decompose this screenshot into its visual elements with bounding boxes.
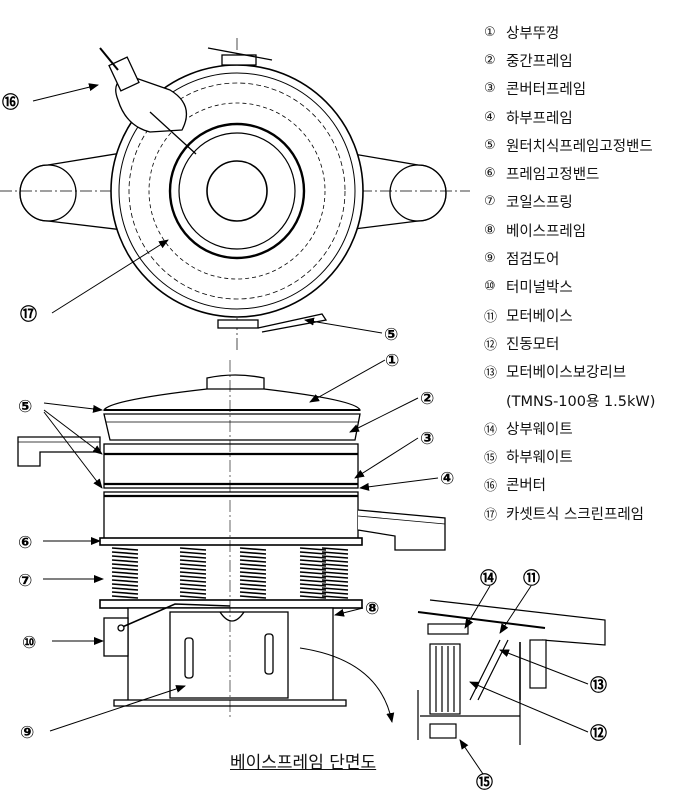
legend-text: 터미널박스 xyxy=(506,280,573,297)
callout-7: ⑦ xyxy=(18,571,32,591)
legend-text: 진동모터 xyxy=(506,336,560,353)
legend-number: ⑯ xyxy=(484,479,498,495)
legend-number: ⑭ xyxy=(484,422,498,438)
legend-item: ② 중간프레임 xyxy=(484,46,696,74)
callout-9: ⑨ xyxy=(20,723,34,743)
coil-spring xyxy=(111,547,139,599)
legend-item: ⑨ 점검도어 xyxy=(484,244,696,272)
callout-8: ⑧ xyxy=(365,599,379,619)
legend-number: ⑩ xyxy=(484,279,496,295)
legend-text: (TMNS-100용 1.5kW) xyxy=(506,393,656,410)
legend-number: ② xyxy=(484,52,496,68)
section-leader-arrow xyxy=(299,647,395,723)
callout-5-top: ⑤ xyxy=(384,325,398,345)
callout-1: ① xyxy=(385,351,399,371)
legend-text: 모터베이스 xyxy=(506,308,573,325)
legend-text: 모터베이스보강리브 xyxy=(506,365,627,382)
top-view xyxy=(0,38,470,352)
callout-12: ⑫ xyxy=(590,723,607,744)
legend-number: ⑨ xyxy=(484,251,496,267)
legend-item: ⑥ 프레임고정밴드 xyxy=(484,159,696,187)
legend-number: ④ xyxy=(484,109,496,125)
legend-text: 점검도어 xyxy=(506,252,560,269)
callout-16: ⑯ xyxy=(2,92,19,113)
legend-item: ⑬ 모터베이스보강리브 xyxy=(484,358,696,386)
callout-3: ③ xyxy=(420,429,434,449)
legend-number: ⑧ xyxy=(484,222,496,238)
legend-item: ⑯ 콘버터 xyxy=(484,471,696,499)
callout-leaders xyxy=(32,83,589,775)
legend-text: 베이스프레임 xyxy=(506,223,587,240)
legend-text: 원터치식프레임고정밴드 xyxy=(506,138,653,155)
callout-13: ⑬ xyxy=(590,675,607,696)
legend-text: 콘버터 xyxy=(506,478,547,495)
legend-text: 카셋트식 스크린프레임 xyxy=(506,506,645,523)
coil-spring xyxy=(179,547,207,599)
callout-10: ⑩ xyxy=(22,633,36,653)
legend-number: ⑤ xyxy=(484,137,496,153)
callout-6: ⑥ xyxy=(18,533,32,553)
parts-legend: ① 상부뚜껑 ② 중간프레임 ③ 콘버터프레임 ④ 하부프레임 ⑤ 원터치식프레임고정밴드 ⑥ 프레임… xyxy=(484,18,696,527)
callout-15: ⑮ xyxy=(476,772,493,793)
legend-number: ⑦ xyxy=(484,194,496,210)
legend-item: ⑧ 베이스프레임 xyxy=(484,216,696,244)
legend-item: ③ 콘버터프레임 xyxy=(484,75,696,103)
legend-item: ⑤ 원터치식프레임고정밴드 xyxy=(484,131,696,159)
legend-item: ① 상부뚜껑 xyxy=(484,18,696,46)
callout-17: ⑰ xyxy=(20,304,37,325)
legend-text: 콘버터프레임 xyxy=(506,82,587,99)
legend-number: ① xyxy=(484,24,496,40)
legend-number: ⑥ xyxy=(484,166,496,182)
callout-4: ④ xyxy=(440,469,454,489)
legend-number: ⑬ xyxy=(484,366,498,382)
legend-text: 하부프레임 xyxy=(506,110,573,127)
legend-text: 코일스프링 xyxy=(506,195,573,212)
coil-spring xyxy=(299,547,327,599)
legend-number: ⑪ xyxy=(484,309,498,325)
legend-item: ⑦ 코일스프링 xyxy=(484,188,696,216)
callout-2: ② xyxy=(420,389,434,409)
coil-spring xyxy=(321,547,349,599)
callout-5-left: ⑤ xyxy=(18,397,32,417)
callout-labels: ⑯ ⑰ ⑤ ① ② ③ ④ ⑤ ⑥ ⑦ ⑧ ⑩ ⑨ ⑭ ⑪ ⑬ ⑫ ⑮ xyxy=(2,92,607,793)
coil-springs xyxy=(103,546,359,600)
callout-14: ⑭ xyxy=(480,568,497,589)
legend-item: ⑫ 진동모터 xyxy=(484,329,696,357)
legend-item: (TMNS-100용 1.5kW) xyxy=(484,386,696,414)
legend-item: ⑮ 하부웨이트 xyxy=(484,442,696,470)
legend-text: 중간프레임 xyxy=(506,53,573,70)
side-view xyxy=(17,360,446,720)
legend-text: 프레임고정밴드 xyxy=(506,167,600,184)
legend-text: 상부뚜껑 xyxy=(506,25,560,42)
legend-item: ⑪ 모터베이스 xyxy=(484,301,696,329)
coil-spring xyxy=(239,547,267,599)
legend-item: ④ 하부프레임 xyxy=(484,103,696,131)
section-view xyxy=(417,599,606,745)
legend-text: 상부웨이트 xyxy=(506,421,573,438)
legend-number: ⑫ xyxy=(484,337,498,353)
legend-number: ③ xyxy=(484,81,496,97)
legend-item: ⑰ 카셋트식 스크린프레임 xyxy=(484,499,696,527)
section-caption: 베이스프레임 단면도 xyxy=(230,753,377,773)
legend-item: ⑩ 터미널박스 xyxy=(484,273,696,301)
legend-item: ⑭ 상부웨이트 xyxy=(484,414,696,442)
legend-number: ⑮ xyxy=(484,451,498,467)
callout-11: ⑪ xyxy=(523,568,540,589)
legend-number: ⑰ xyxy=(484,507,498,523)
legend-text: 하부웨이트 xyxy=(506,450,573,467)
